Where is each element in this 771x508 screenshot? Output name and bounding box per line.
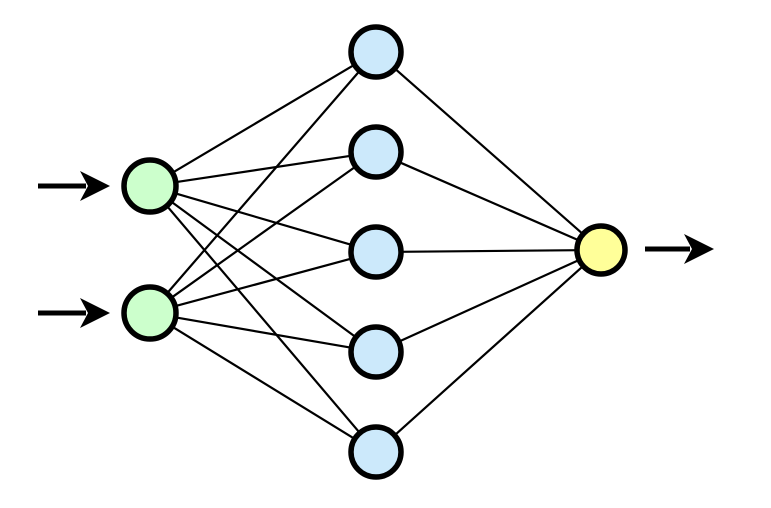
edge-i1-h3 (171, 191, 356, 247)
edge-i2-h4 (172, 315, 355, 350)
edge-h5-o1 (392, 263, 586, 438)
io-arrows-group (38, 171, 714, 328)
nodes-group (121, 24, 628, 480)
edge-h2-o1 (395, 160, 582, 243)
input-arrow-2-head-icon (80, 298, 110, 328)
edge-i2-h2 (168, 164, 359, 301)
input-arrow-2 (38, 298, 110, 328)
input-node-1[interactable] (121, 157, 179, 215)
input-arrow-1-head-icon (80, 171, 110, 201)
input-arrow-1 (38, 171, 110, 201)
hidden-node-4[interactable] (348, 324, 404, 380)
input-node-2[interactable] (121, 284, 179, 342)
edges-group (164, 62, 586, 442)
edge-h3-o1 (397, 249, 581, 253)
hidden-node-5[interactable] (348, 424, 404, 480)
hidden-node-2[interactable] (348, 124, 404, 180)
edge-i1-h5 (164, 203, 363, 436)
edge-i1-h2 (172, 154, 355, 184)
edge-h1-o1 (392, 66, 586, 237)
hidden-node-1[interactable] (348, 24, 404, 80)
output-arrow-1-head-icon (684, 234, 714, 264)
edge-i1-h4 (168, 199, 359, 340)
edge-i2-h3 (172, 256, 355, 308)
edge-h4-o1 (395, 257, 583, 344)
output-node-1[interactable] (574, 223, 628, 277)
edge-i2-h5 (169, 324, 358, 442)
edge-i2-h1 (164, 68, 363, 296)
output-arrow-1 (645, 234, 714, 264)
edge-i1-h1 (169, 62, 358, 175)
hidden-node-3[interactable] (348, 224, 404, 280)
